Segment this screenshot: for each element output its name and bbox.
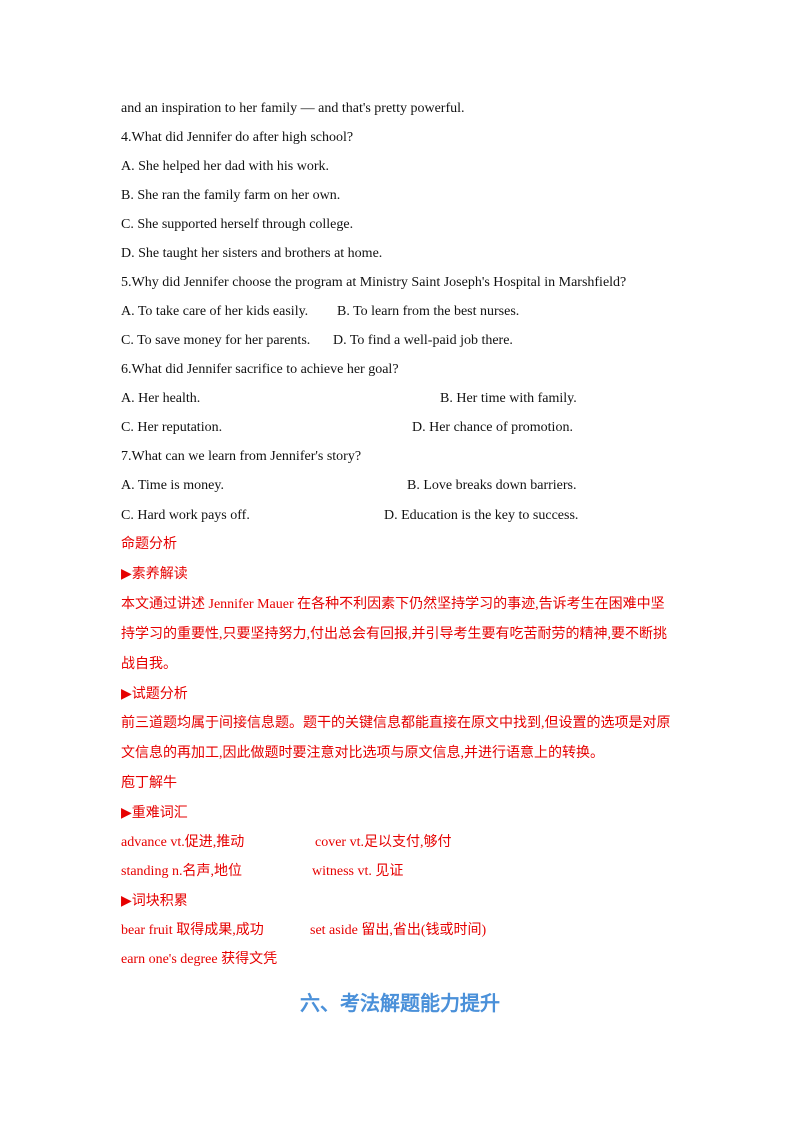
question-analysis-heading: ▶试题分析 — [121, 687, 188, 702]
question-6-options-ab: A. Her health. B. Her time with family. — [121, 390, 577, 408]
question-6-option-c: C. Her reputation. — [121, 420, 223, 435]
question-analysis-line-1: 前三道题均属于间接信息题。题干的关键信息都能直接在原文中找到,但设置的选项是对原 — [121, 716, 671, 731]
chunks-row-2: earn one's degree 获得文凭 — [121, 951, 277, 969]
question-analysis-line-2: 文信息的再加工,因此做题时要注意对比选项与原文信息,并进行语意上的转换。 — [121, 746, 604, 761]
question-5-option-d: D. To find a well-paid job there. — [333, 333, 513, 348]
literacy-line-1: 本文通过讲述 Jennifer Mauer 在各种不利因素下仍然坚持学习的事迹,… — [121, 597, 665, 612]
question-5-option-a: A. To take care of her kids easily. — [121, 304, 309, 319]
question-6-option-d: D. Her chance of promotion. — [412, 420, 573, 435]
question-4-option-d: D. She taught her sisters and brothers a… — [121, 246, 383, 261]
analysis-title: 命题分析 — [121, 537, 177, 552]
question-6-stem: 6.What did Jennifer sacrifice to achieve… — [121, 362, 399, 377]
question-5-options-cd: C. To save money for her parents. D. To … — [121, 332, 513, 350]
question-6-options-cd: C. Her reputation. D. Her chance of prom… — [121, 419, 573, 437]
question-7-option-d: D. Education is the key to success. — [384, 508, 579, 523]
question-5-stem: 5.Why did Jennifer choose the program at… — [121, 275, 627, 290]
question-4-option-a: A. She helped her dad with his work. — [121, 159, 330, 174]
literacy-line-2: 持学习的重要性,只要坚持努力,付出总会有回报,并引导考生要有吃苦耐劳的精神,要不… — [121, 627, 667, 642]
question-7-option-a: A. Time is money. — [121, 478, 224, 493]
question-7-option-b: B. Love breaks down barriers. — [407, 478, 577, 493]
key-word: advance vt.促进,推动 — [121, 835, 245, 850]
key-words-row-2: standing n.名声,地位 witness vt. 见证 — [121, 863, 403, 881]
word-chunk: earn one's degree 获得文凭 — [121, 952, 278, 967]
question-4-option-c: C. She supported herself through college… — [121, 217, 354, 232]
literacy-heading: ▶素养解读 — [121, 567, 188, 582]
passage-end: and an inspiration to her family — and t… — [121, 101, 465, 116]
chunks-heading: ▶词块积累 — [121, 894, 188, 909]
key-word: standing n.名声,地位 — [121, 864, 242, 879]
key-word: witness vt. 见证 — [312, 864, 404, 879]
key-word: cover vt.足以支付,够付 — [315, 835, 452, 850]
question-7-options-cd: C. Hard work pays off. D. Education is t… — [121, 507, 578, 525]
question-4-stem: 4.What did Jennifer do after high school… — [121, 130, 354, 145]
key-words-row-1: advance vt.促进,推动 cover vt.足以支付,够付 — [121, 834, 451, 852]
word-chunk: bear fruit 取得成果,成功 — [121, 923, 264, 938]
question-5-option-c: C. To save money for her parents. — [121, 333, 311, 348]
question-5-options-ab: A. To take care of her kids easily. B. T… — [121, 303, 519, 321]
question-7-stem: 7.What can we learn from Jennifer's stor… — [121, 449, 362, 464]
question-6-option-b: B. Her time with family. — [440, 391, 577, 406]
key-words-heading: ▶重难词汇 — [121, 806, 188, 821]
question-5-option-b: B. To learn from the best nurses. — [337, 304, 520, 319]
question-4-option-b: B. She ran the family farm on her own. — [121, 188, 341, 203]
word-chunk: set aside 留出,省出(钱或时间) — [310, 923, 487, 938]
chunks-row-1: bear fruit 取得成果,成功 set aside 留出,省出(钱或时间) — [121, 922, 486, 940]
section-heading: 六、考法解题能力提升 — [300, 991, 500, 1015]
question-6-option-a: A. Her health. — [121, 391, 201, 406]
question-7-option-c: C. Hard work pays off. — [121, 508, 250, 523]
question-7-options-ab: A. Time is money. B. Love breaks down ba… — [121, 477, 577, 495]
literacy-line-3: 战自我。 — [121, 657, 177, 672]
vocab-title: 庖丁解牛 — [121, 776, 177, 791]
